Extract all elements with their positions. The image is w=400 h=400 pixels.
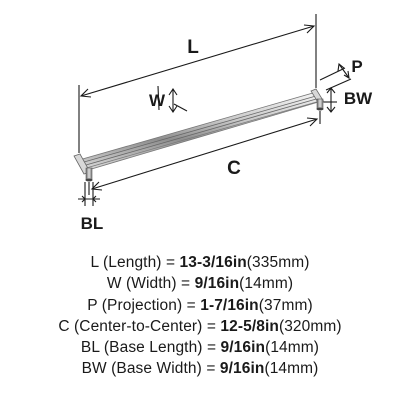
- width-arrow-bottom: [168, 105, 178, 113]
- spec-name: L (Length) =: [90, 254, 180, 271]
- spec-length: L (Length) = 13-3/16in(335mm): [0, 252, 400, 273]
- label-projection: P: [351, 57, 362, 76]
- center-arrow-right: [306, 117, 319, 127]
- center-arrow-left: [90, 181, 103, 191]
- spec-value-imperial: 9/16in: [220, 339, 266, 357]
- spec-base-width: BW (Base Width) = 9/16in(14mm): [0, 358, 400, 379]
- spec-base-length: BL (Base Length) = 9/16in(14mm): [0, 337, 400, 358]
- width-arrow-top: [168, 88, 178, 96]
- dimension-spec-list: L (Length) = 13-3/16in(335mm) W (Width) …: [0, 252, 400, 380]
- spec-value-metric: (37mm): [258, 296, 313, 314]
- spec-name: P (Projection) =: [87, 296, 201, 314]
- width-leader-bottom: [173, 103, 188, 112]
- spec-name: W (Width) =: [106, 275, 195, 293]
- projection-arrow-top: [337, 62, 345, 72]
- handle-groove: [85, 98, 319, 166]
- spec-value-metric: (14mm): [264, 360, 319, 378]
- projection-extension-top: [319, 67, 346, 81]
- width-leader-top: [157, 85, 160, 111]
- length-dimension-line: [80, 25, 315, 97]
- label-base-width: BW: [344, 89, 373, 108]
- spec-name: BW (Base Width) =: [81, 360, 220, 378]
- label-length: L: [187, 37, 199, 58]
- handle-groove: [87, 100, 321, 168]
- post-base-right: [316, 107, 324, 111]
- base-length-arrow-left: [81, 195, 86, 203]
- projection-dimension-line: [338, 63, 350, 79]
- spec-projection: P (Projection) = 1-7/16in(37mm): [0, 295, 400, 316]
- cabinet-pull-handle: [73, 88, 325, 182]
- spec-value-imperial: 9/16in: [194, 275, 240, 293]
- post-base-left: [85, 178, 93, 182]
- base-length-arrow-right: [92, 195, 97, 203]
- length-arrow-left: [79, 88, 92, 98]
- center-dimension-line: [91, 118, 318, 190]
- spec-value-imperial: 1-7/16in: [200, 296, 259, 314]
- label-width: W: [149, 91, 166, 110]
- handle-groove: [83, 95, 317, 163]
- base-width-arrow-bottom: [326, 106, 336, 113]
- spec-center-to-center: C (Center-to-Center) = 12-5/8in(320mm): [0, 316, 400, 337]
- spec-value-imperial: 9/16in: [219, 360, 265, 378]
- spec-value-metric: (320mm): [278, 317, 342, 335]
- handle-post-left: [85, 167, 93, 181]
- dimension-lines: [78, 14, 352, 206]
- base-width-arrow-top: [326, 87, 336, 94]
- projection-arrow-bottom: [343, 70, 350, 80]
- label-base-length: BL: [81, 214, 104, 233]
- spec-value-metric: (335mm): [246, 254, 310, 271]
- spec-value-metric: (14mm): [265, 339, 320, 357]
- label-center: C: [227, 158, 241, 179]
- spec-name: BL (Base Length) =: [80, 339, 221, 357]
- spec-value-imperial: 13-3/16in: [179, 254, 247, 271]
- spec-width: W (Width) = 9/16in(14mm): [0, 273, 400, 294]
- length-arrow-right: [303, 24, 316, 34]
- spec-name: C (Center-to-Center) =: [58, 317, 221, 335]
- spec-value-imperial: 12-5/8in: [220, 317, 279, 335]
- handle-dimension-diagram: L W P BW C BL: [73, 14, 373, 233]
- spec-value-metric: (14mm): [239, 275, 294, 293]
